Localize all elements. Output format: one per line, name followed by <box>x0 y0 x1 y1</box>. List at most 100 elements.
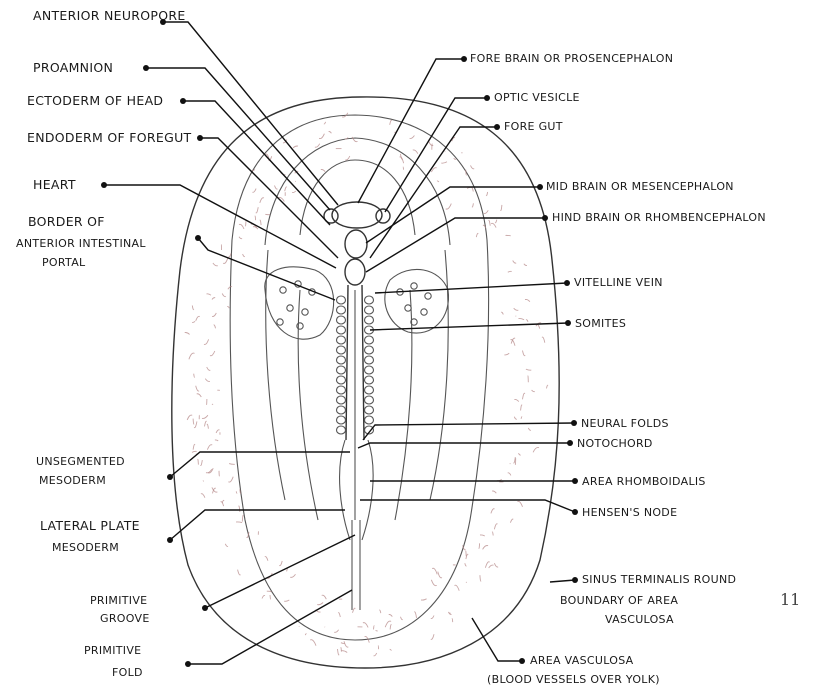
label-lateral-plate-1: LATERAL PLATE <box>40 518 140 533</box>
somite <box>337 296 346 304</box>
blood-vessel-mark <box>514 399 519 401</box>
blood-vessel-mark <box>379 610 381 613</box>
blood-vessel-mark <box>227 306 229 308</box>
blood-vessel-mark <box>491 509 495 514</box>
leader-sinus-terminalis <box>550 580 575 582</box>
somite <box>365 416 374 424</box>
blood-vessel-mark <box>486 192 487 196</box>
blood-vessel-mark <box>518 501 523 506</box>
blood-vessel-mark <box>207 294 212 295</box>
label-vitelline-vein: VITELLINE VEIN <box>574 276 663 289</box>
somite <box>365 406 374 414</box>
blood-vessel-mark <box>489 565 494 568</box>
vitelline-vessel <box>287 305 293 311</box>
somite <box>365 306 374 314</box>
blood-vessel-mark <box>484 210 488 213</box>
blood-vessel-mark <box>275 186 278 190</box>
blood-vessel-mark <box>432 568 437 574</box>
blood-vessel-stipple <box>185 113 548 656</box>
blood-vessel-mark <box>255 216 256 220</box>
blood-vessel-mark <box>256 207 258 213</box>
blood-vessel-mark <box>212 298 215 300</box>
blood-vessel-mark <box>207 424 209 428</box>
blood-vessel-mark <box>521 417 522 419</box>
label-lateral-plate-2: MESODERM <box>52 541 119 554</box>
blood-vessel-mark <box>239 237 242 239</box>
blood-vessel-mark <box>197 394 202 397</box>
blood-vessel-mark <box>345 156 349 160</box>
blood-vessel-mark <box>200 460 202 465</box>
label-border-portal-2: ANTERIOR INTESTINAL <box>16 237 146 250</box>
somite <box>365 296 374 304</box>
head-fold-curve <box>300 160 415 235</box>
blood-vessel-mark <box>479 543 480 548</box>
blood-vessel-mark <box>214 325 216 328</box>
blood-vessel-mark <box>465 563 467 566</box>
blood-vessel-mark <box>452 619 453 622</box>
blood-vessel-mark <box>524 264 527 266</box>
blood-vessel-mark <box>437 181 439 182</box>
blood-vessel-mark <box>410 136 415 139</box>
blood-vessel-mark <box>270 595 271 599</box>
blood-vessel-mark <box>334 630 338 633</box>
blood-vessel-mark <box>454 158 456 159</box>
blood-vessel-mark <box>501 205 502 211</box>
blood-vessel-mark <box>196 386 199 391</box>
label-primitive-fold-1: PRIMITIVE <box>84 644 141 657</box>
label-neural-folds: NEURAL FOLDS <box>581 417 669 430</box>
blood-vessel-mark <box>494 524 497 530</box>
somite <box>337 346 346 354</box>
label-mid-brain: MID BRAIN OR MESENCEPHALON <box>546 180 734 193</box>
blood-vessel-mark <box>324 122 326 124</box>
somite <box>337 326 346 334</box>
blood-vessel-mark <box>228 253 231 257</box>
blood-vessel-mark <box>293 146 298 148</box>
blood-vessel-mark <box>210 351 215 356</box>
leader-lateral-plate <box>170 510 345 540</box>
label-unsegmented-2: MESODERM <box>39 474 106 487</box>
blood-vessel-mark <box>374 626 375 630</box>
blood-vessel-mark <box>495 220 497 223</box>
label-ectoderm-head: ECTODERM OF HEAD <box>27 93 163 108</box>
blood-vessel-mark <box>321 169 325 171</box>
vitelline-vessel <box>302 309 308 315</box>
blood-vessel-mark <box>523 393 525 399</box>
blood-vessel-mark <box>192 321 195 322</box>
somite <box>365 376 374 384</box>
proamnion-curve <box>265 138 450 245</box>
label-sinus-terminalis-2: BOUNDARY OF AREA <box>560 594 678 607</box>
blood-vessel-mark <box>194 421 197 427</box>
blood-vessel-mark <box>476 233 478 237</box>
blood-vessel-mark <box>483 545 489 549</box>
blood-vessel-mark <box>376 630 378 631</box>
leader-vitelline-vein <box>375 283 567 293</box>
label-border-portal-1: BORDER OF <box>28 214 105 229</box>
somite-group <box>277 281 431 434</box>
somite <box>365 336 374 344</box>
embryo-drawing <box>172 97 559 668</box>
blood-vessel-mark <box>185 333 190 335</box>
somite <box>337 386 346 394</box>
page-mark: 11 <box>780 590 800 609</box>
blood-vessel-mark <box>212 313 216 316</box>
somite <box>337 306 346 314</box>
blood-vessel-mark <box>353 608 356 613</box>
blood-vessel-mark <box>265 557 268 561</box>
blood-vessel-mark <box>432 144 433 150</box>
blood-vessel-mark <box>310 640 316 646</box>
blood-vessel-mark <box>260 220 261 225</box>
somite <box>337 406 346 414</box>
blood-vessel-mark <box>285 187 287 191</box>
leader-fore-brain <box>358 59 464 203</box>
blood-vessel-mark <box>363 623 368 628</box>
blood-vessel-mark <box>290 574 295 577</box>
leader-somites <box>370 323 568 330</box>
blood-vessel-mark <box>528 428 531 430</box>
hindbrain-shape <box>345 259 365 285</box>
blood-vessel-mark <box>215 440 218 441</box>
label-fore-brain: FORE BRAIN OR PROSENCEPHALON <box>470 52 673 65</box>
blood-vessel-mark <box>338 613 340 617</box>
blood-vessel-mark <box>389 614 393 616</box>
blood-vessel-mark <box>238 570 241 575</box>
